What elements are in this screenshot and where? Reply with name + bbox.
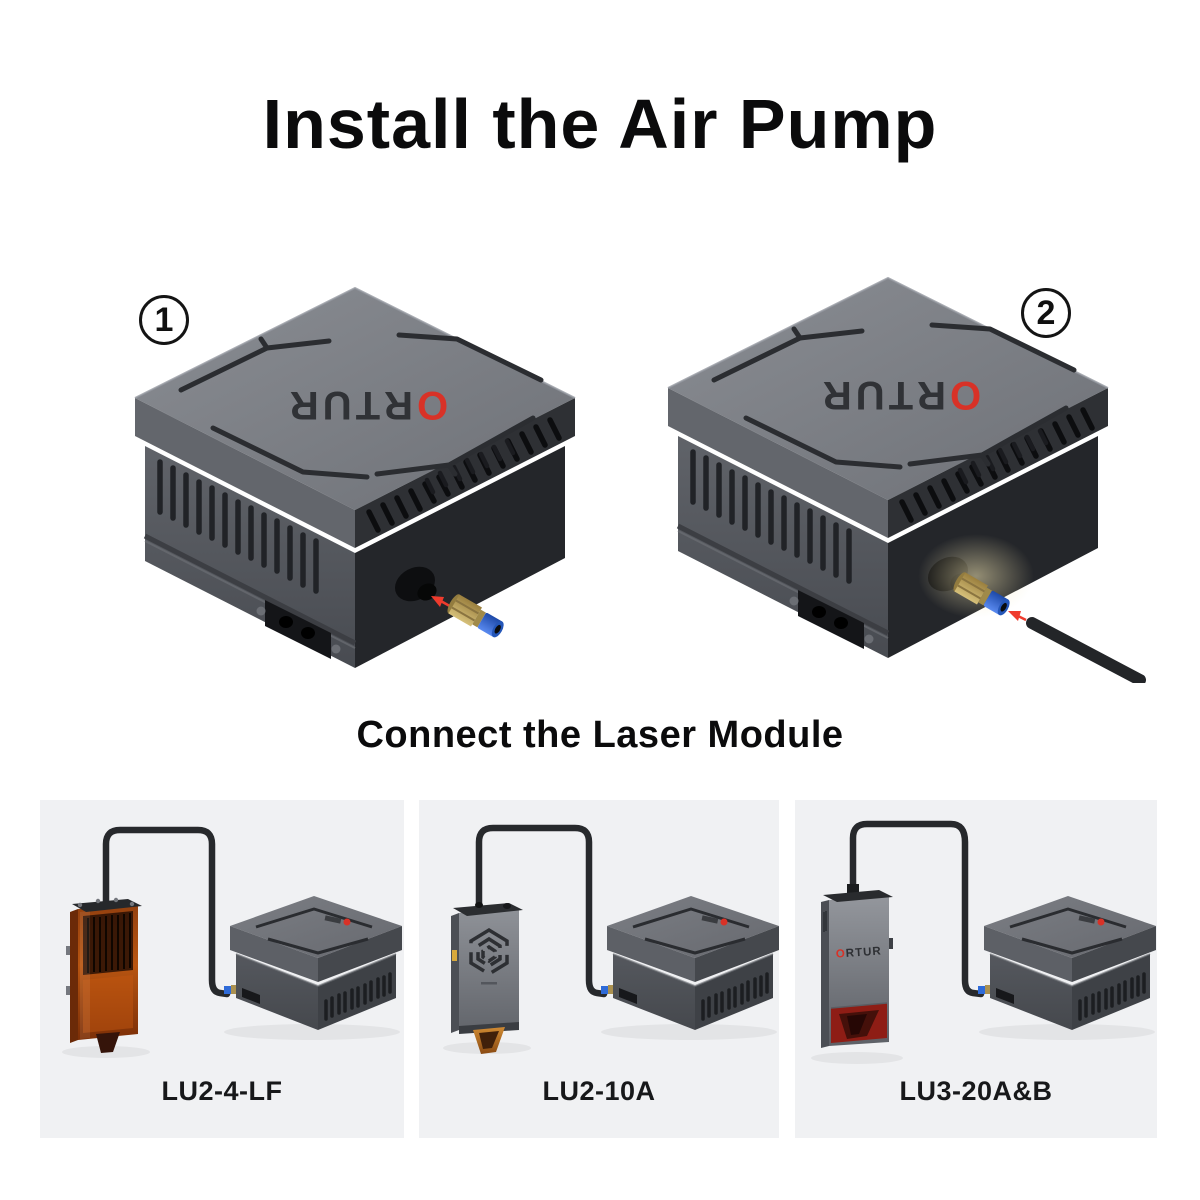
module-panel-lu2-10a: LU2-10A: [419, 800, 779, 1138]
fitting-glow: [918, 534, 1034, 618]
red-arrow-icon: [1008, 611, 1027, 622]
air-tube-icon: [1026, 617, 1146, 683]
air-pump-small: [222, 894, 404, 1032]
page-title: Install the Air Pump: [262, 85, 938, 163]
laser-module-lu2-10a: [451, 902, 523, 1054]
section-title: Connect the Laser Module: [356, 714, 844, 756]
air-pump-illustration: [668, 278, 1108, 658]
module-panel-lu2-4-lf: LU2-4-LF: [40, 800, 404, 1138]
lu2-4-lf-illustration: [62, 826, 404, 1058]
module-label: LU2-10A: [542, 1076, 656, 1106]
svg-text:ORTUR: ORTUR: [835, 945, 882, 960]
hex-swirl-icon: [469, 927, 509, 977]
step-1-badge: 1: [139, 295, 189, 345]
air-tube-icon: [102, 826, 231, 998]
step-1-illustration: [115, 278, 605, 678]
laser-module-lu2-4-lf: [66, 897, 142, 1053]
air-tube-icon: [475, 824, 608, 998]
air-pump-small: [976, 894, 1157, 1032]
module-label: LU3-20A&B: [899, 1076, 1053, 1106]
ortur-logo-o: O: [835, 948, 846, 961]
step-1-number: 1: [154, 300, 174, 339]
laser-module-lu3-20ab: ORTUR: [821, 884, 893, 1048]
module-panel-lu3-20ab: ORTUR LU3-20A&B: [795, 800, 1157, 1138]
lu3-20ab-illustration: ORTUR: [811, 820, 1157, 1064]
air-tube-icon: [849, 820, 985, 998]
step-2-number: 2: [1036, 293, 1056, 332]
step-2-illustration: [628, 268, 1146, 683]
step-2-badge: 2: [1021, 288, 1071, 338]
lu2-10a-illustration: [443, 824, 779, 1054]
air-pump-illustration: [135, 288, 575, 668]
air-pump-small: [599, 894, 779, 1032]
module-label: LU2-4-LF: [161, 1076, 283, 1106]
ortur-logo-rtur: RTUR: [845, 945, 882, 959]
